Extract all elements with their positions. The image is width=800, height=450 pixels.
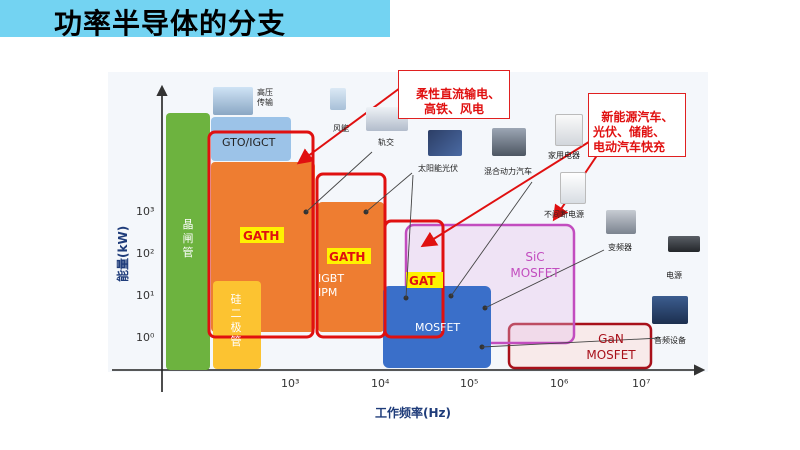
x-tick-label: 10⁵ [460, 377, 478, 390]
x-tick-label: 10³ [281, 377, 299, 390]
mosfet-label: MOSFET [415, 321, 460, 334]
x-tick-label: 10⁴ [371, 377, 390, 390]
power-adapter-icon [668, 236, 700, 252]
app-leaders [305, 151, 661, 348]
diode-label: 硅二极管 [230, 293, 242, 348]
thyristor-label: 晶闸管 [182, 218, 194, 259]
hybrid-car-icon [492, 128, 526, 156]
solar-panel-icon [428, 130, 462, 156]
app-label-solar: 太阳能光伏 [418, 164, 458, 173]
x-axis-title: 工作频率(Hz) [375, 405, 451, 420]
gan-label: GaN MOSFET [586, 332, 636, 362]
left-callout-text: 柔性直流输电、 高铁、风电 [416, 87, 501, 116]
igbt-label: IGBT IPM [318, 272, 345, 299]
thyristor-region [166, 113, 210, 370]
gath1-highlight [207, 130, 315, 339]
app-label-wind: 风能 [333, 124, 349, 133]
app-label-home: 家用电器 [548, 151, 580, 160]
inverter-icon [606, 210, 636, 234]
y-tick-label: 10⁰ [136, 331, 155, 344]
y-axis-title: 能量(kW) [115, 226, 130, 282]
gath2-label-bg [327, 248, 371, 264]
right-callout-arrow-1 [420, 139, 593, 248]
gto-region [211, 117, 291, 161]
x-tick-label: 10⁷ [632, 377, 650, 390]
gat-label: GAT [409, 274, 436, 288]
right-callout-text: 新能源汽车、 光伏、储能、 电动汽车快充 [593, 110, 674, 154]
title-bar [0, 0, 390, 37]
gath1-label-bg [240, 227, 284, 243]
sic-label: SiC MOSFET [510, 250, 560, 280]
gat-label-bg [406, 272, 443, 288]
y-tick-label: 10³ [136, 205, 154, 218]
left-callout: 柔性直流输电、 高铁、风电 [398, 70, 510, 119]
x-tick-label: 10⁶ [550, 377, 569, 390]
power-tower-icon [213, 87, 253, 115]
right-callout: 新能源汽车、 光伏、储能、 电动汽车快充 [588, 93, 686, 157]
y-tick-label: 10¹ [136, 289, 154, 302]
mosfet-region [383, 286, 491, 368]
audio-device-icon [652, 296, 688, 324]
wind-turbine-icon [330, 88, 346, 110]
igbt-region [318, 202, 384, 332]
gath1-label: GATH [243, 229, 279, 243]
app-label-hv: 高压 传输 [257, 88, 273, 107]
app-label-power: 电源 [666, 271, 682, 280]
y-tick-label: 10² [136, 247, 154, 260]
left-callout-arrow [296, 87, 401, 165]
app-label-audio: 音频设备 [654, 336, 686, 345]
diode-region [213, 281, 261, 369]
gto-label: GTO/IGCT [222, 136, 276, 149]
page-title: 功率半导体的分支 [54, 7, 287, 40]
washing-machine-icon [555, 114, 583, 146]
app-label-rail: 轨交 [378, 138, 394, 147]
ups-icon [560, 172, 586, 204]
gath2-label: GATH [329, 250, 365, 264]
app-label-ups: 不间断电源 [544, 210, 584, 219]
app-label-inverter: 变频器 [608, 243, 632, 252]
app-label-hev: 混合动力汽车 [484, 167, 532, 176]
